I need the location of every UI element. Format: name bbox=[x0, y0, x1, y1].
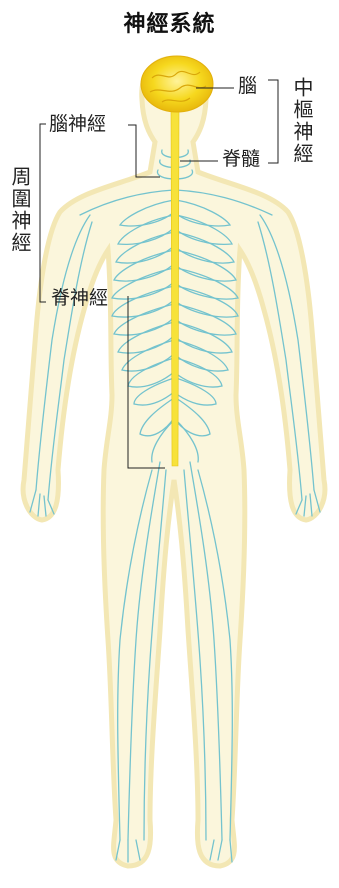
label-spinal-cord: 脊髓 bbox=[222, 150, 260, 169]
label-cranial-nerves: 腦神經 bbox=[49, 115, 106, 134]
label-peripheral-nervous-system: 周圍神經 bbox=[10, 166, 30, 254]
label-central-nervous-system: 中樞神經 bbox=[292, 77, 312, 165]
brain bbox=[141, 56, 213, 112]
label-brain: 腦 bbox=[238, 77, 257, 96]
spinal-cord bbox=[171, 110, 179, 466]
label-spinal-nerves: 脊神經 bbox=[51, 289, 108, 308]
